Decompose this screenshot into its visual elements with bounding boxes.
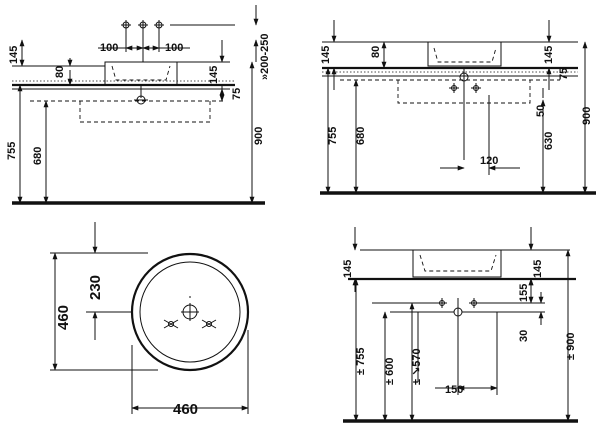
alt-dim-145-right: 145 (532, 260, 544, 278)
side-dim-80: 80 (370, 46, 382, 58)
alt-dim-30: 30 (518, 330, 530, 342)
side-dim-145: 145 (320, 46, 332, 64)
top-tap-icons (163, 319, 217, 329)
front-trap-dashed (79, 101, 211, 123)
alt-dim-600: ± 600 (384, 358, 396, 385)
front-tap-icons (121, 20, 164, 30)
top-view: 230 460 460 (50, 222, 250, 418)
alt-dim-570: ± ↘570 (411, 348, 423, 385)
front-dim-75: 75 (231, 88, 243, 100)
side-dim-755: 755 (327, 127, 339, 145)
top-dim-460-horizontal: 460 (173, 401, 198, 418)
side-dim-75: 75 (558, 68, 570, 80)
alt-dim-900: ± 900 (565, 333, 577, 360)
side-dim-50: 50 (535, 105, 547, 117)
top-dim-460-vertical: 460 (55, 305, 72, 330)
front-dim-100-right: 100 (165, 42, 183, 54)
front-dim-900: 900 (253, 127, 265, 145)
side-view: 120 145 80 145 75 755 680 50 630 900 (320, 20, 596, 195)
alternative-view: 145 145 155 30 ± 755 ± 600 ± ↘570 150 ± … (342, 227, 578, 423)
alt-dim-145-left: 145 (342, 260, 354, 278)
alt-dim-155: 155 (518, 284, 530, 302)
alt-basin (412, 249, 502, 278)
front-view: 100 100 145 80 145 75 »200-250 755 680 9… (6, 5, 271, 205)
top-basin-inner (139, 261, 241, 363)
front-basin-inner (111, 65, 171, 81)
front-dim-80: 80 (54, 66, 66, 78)
front-dim-145: 145 (8, 46, 20, 64)
side-basin (427, 41, 502, 67)
front-dim-145-right: 145 (208, 66, 220, 84)
front-dim-680: 680 (32, 147, 44, 165)
front-basin (104, 61, 178, 86)
top-dim-230: 230 (87, 275, 104, 300)
side-dim-900: 900 (581, 107, 593, 125)
side-basin-inner (433, 47, 497, 63)
alt-dim-755: ± 755 (355, 348, 367, 375)
alt-dim-150: 150 (445, 384, 463, 396)
front-dim-200-250: »200-250 (259, 34, 271, 81)
front-dim-755: 755 (6, 142, 18, 160)
side-dim-145-right: 145 (543, 46, 555, 64)
front-dim-100-left: 100 (100, 42, 118, 54)
side-dim-680: 680 (355, 127, 367, 145)
side-dim-120: 120 (480, 155, 498, 167)
alt-tap-icons (437, 298, 479, 308)
side-dim-630: 630 (543, 132, 555, 150)
alt-basin-inner (419, 254, 497, 272)
side-tap-icons (449, 83, 481, 93)
